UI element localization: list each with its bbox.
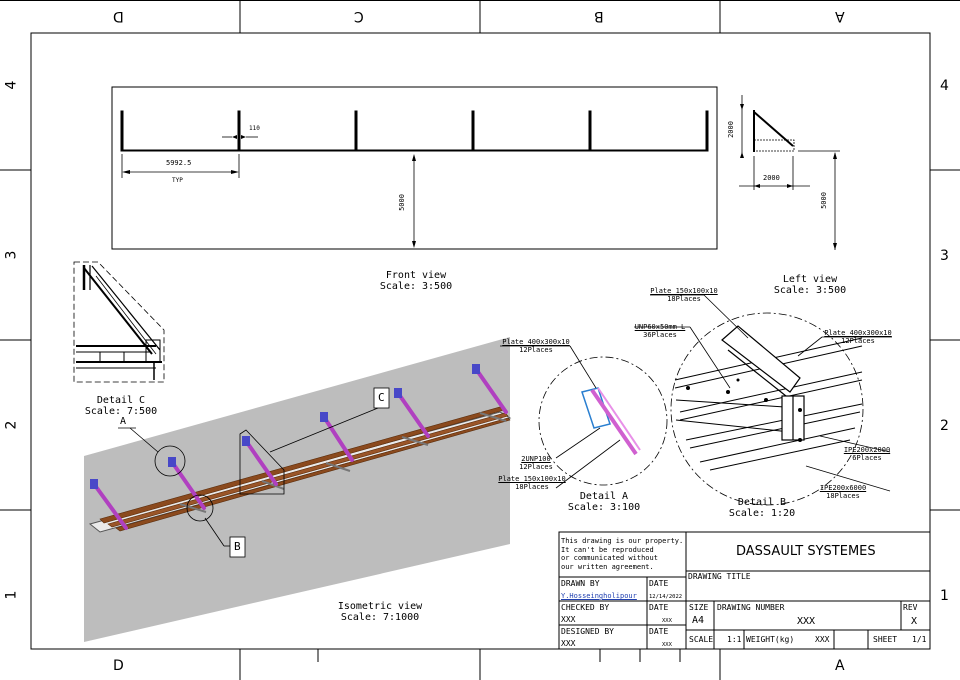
drawn-by-label: DRAWN BY <box>561 579 600 588</box>
drawing-number-label: DRAWING NUMBER <box>717 603 785 612</box>
weight-label: WEIGHT(kg) <box>746 635 795 644</box>
checked-by-value: XXX <box>561 615 576 624</box>
company-name: DASSAULT SYSTEMES <box>736 544 876 559</box>
left-view-caption: Left view Scale: 3:500 <box>752 274 868 296</box>
drawn-by-value: Y.Hosseingholipour <box>561 592 637 600</box>
detail-a-label-unp: 2UNP100 12Places <box>519 455 553 471</box>
callout-a: A <box>120 416 127 427</box>
designed-by-value: XXX <box>561 639 576 648</box>
zone-row-3-right: 3 <box>940 248 949 264</box>
checked-by-label: CHECKED BY <box>561 603 610 612</box>
zone-col-b-top: B <box>594 8 604 24</box>
weight-value: XXX <box>815 635 830 644</box>
title-block-grid <box>558 531 931 650</box>
zone-row-4-left: 4 <box>3 80 20 90</box>
detail-b-label-ipe2000: IPE200x2000 6Places <box>843 446 891 462</box>
isometric-view-drawing <box>84 337 512 642</box>
drawing-title-label: DRAWING TITLE <box>688 572 751 581</box>
dim-left-5000: 5000 <box>819 192 828 209</box>
detail-b-scale: Scale: 1:20 <box>728 508 796 519</box>
detail-a-label-plate400: Plate 400x300x10 12Places <box>502 338 570 354</box>
detail-b-label-unp60: UNP60x50mm L 36Places <box>634 323 686 339</box>
detail-c-drawing <box>73 261 165 383</box>
size-label: SIZE <box>689 603 709 612</box>
detail-b-title: Detail B <box>737 497 787 508</box>
zone-col-d-bottom: D <box>113 658 124 674</box>
rev-value: X <box>911 616 918 627</box>
detail-a-caption: Detail A Scale: 3:100 <box>546 491 662 513</box>
dim-typ: TYP <box>172 177 183 184</box>
front-view-title: Front view <box>385 270 447 281</box>
dim-110: 110 <box>249 125 260 132</box>
drawn-date-label: DATE <box>649 579 669 588</box>
zone-row-4-right: 4 <box>940 78 949 94</box>
front-view-caption: Front view Scale: 3:500 <box>358 270 474 292</box>
detail-b-drawing <box>634 294 892 506</box>
detail-c-scale: Scale: 7:500 <box>84 406 158 417</box>
left-view-drawing <box>739 95 840 250</box>
callout-c: C <box>378 391 385 404</box>
zone-row-1-right: 1 <box>940 588 949 604</box>
detail-b-label-plate150: Plate 150x100x10 18Places <box>650 287 718 303</box>
scale-value: 1:1 <box>727 635 742 644</box>
zone-col-a-bottom: A <box>835 658 845 674</box>
dim-left-2000-vertical: 2000 <box>726 121 735 138</box>
left-view-scale: Scale: 3:500 <box>773 285 847 296</box>
sheet-label: SHEET <box>873 635 898 644</box>
property-note: This drawing is our property. It can't b… <box>561 537 684 571</box>
detail-a-label-plate150: Plate 150x100x10 18Places <box>498 475 566 491</box>
zone-col-d-top: D <box>113 8 124 24</box>
zone-row-2-right: 2 <box>940 418 949 434</box>
zone-col-a-top: A <box>835 8 845 24</box>
isometric-scale: Scale: 7:1000 <box>340 612 420 623</box>
detail-a-drawing <box>500 345 668 489</box>
detail-b-caption: Detail B Scale: 1:20 <box>704 497 820 519</box>
dim-left-2000-horizontal: 2000 <box>763 174 780 182</box>
left-view-title: Left view <box>782 274 838 285</box>
drawing-number-value: XXX <box>797 616 816 627</box>
zone-row-3-left: 3 <box>3 250 20 260</box>
size-value: A4 <box>692 615 705 626</box>
zone-row-1-left: 1 <box>3 590 20 600</box>
detail-c-title: Detail C <box>96 395 146 406</box>
scale-label: SCALE <box>689 635 714 644</box>
detail-b-label-plate400: Plate 400x300x10 12Places <box>824 329 892 345</box>
detail-b-label-ipe6000: IPE200x6000 18Places <box>819 484 867 500</box>
detail-a-title: Detail A <box>579 491 629 502</box>
checked-date-value: XXX <box>662 618 672 624</box>
zone-col-c-top: C <box>354 8 364 24</box>
detail-a-scale: Scale: 3:100 <box>567 502 641 513</box>
designed-date-label: DATE <box>649 627 669 636</box>
zone-row-2-left: 2 <box>3 420 20 430</box>
checked-date-label: DATE <box>649 603 669 612</box>
drawn-date-value: 12/14/2022 <box>649 594 683 600</box>
isometric-title: Isometric view <box>337 601 423 612</box>
designed-by-label: DESIGNED BY <box>561 627 614 636</box>
dim-spacing: 5992.5 <box>166 159 192 167</box>
rev-label: REV <box>903 603 918 612</box>
front-view-drawing <box>111 86 718 250</box>
isometric-caption: Isometric view Scale: 7:1000 <box>322 601 438 623</box>
sheet-value: 1/1 <box>912 635 927 644</box>
front-view-scale: Scale: 3:500 <box>379 281 453 292</box>
callout-b: B <box>234 540 241 553</box>
dim-front-height: 5000 <box>397 194 406 211</box>
designed-date-value: XXX <box>662 642 672 648</box>
detail-c-caption: Detail C Scale: 7:500 <box>63 395 179 417</box>
